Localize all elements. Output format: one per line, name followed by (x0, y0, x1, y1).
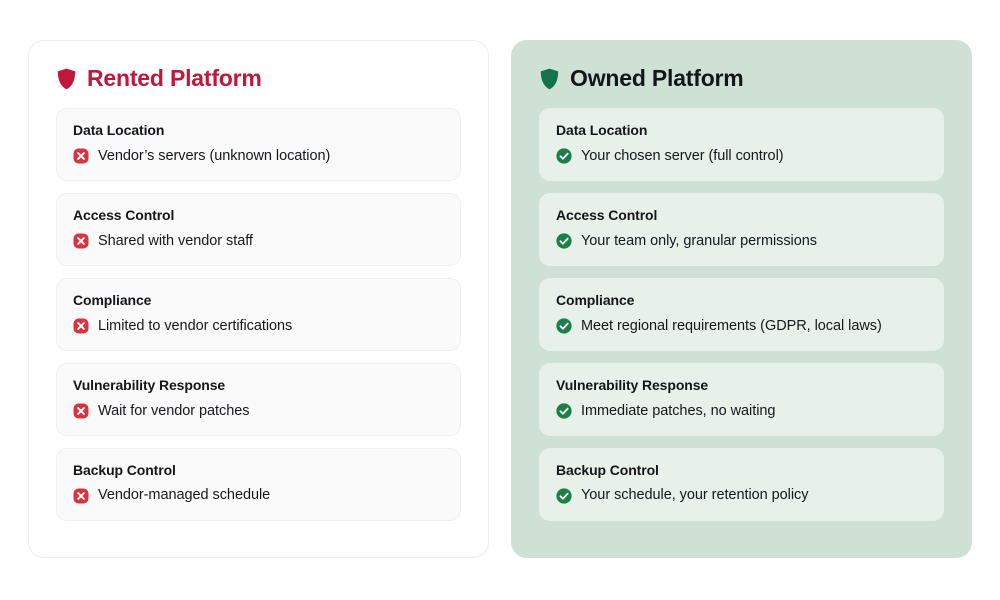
table-row: Backup Control Vendor-managed schedule (56, 447, 461, 521)
row-label: Access Control (556, 206, 658, 223)
x-circle-icon (73, 488, 89, 504)
row-label: Data Location (73, 122, 165, 138)
row-value: Wait for vendor patches (73, 402, 444, 420)
check-circle-icon (556, 487, 572, 504)
table-row: Compliance Meet regional requirements (G… (539, 277, 944, 351)
check-circle-icon (556, 318, 572, 334)
x-circle-icon (73, 233, 89, 249)
table-row: Vulnerability Response Immediate patches… (539, 362, 944, 436)
row-value: Vendor-managed schedule (73, 486, 444, 504)
panel-rented-platform: Rented Platform Data Location Vendor’s s… (28, 40, 489, 558)
x-circle-icon (73, 403, 89, 419)
row-label: Vulnerability Response (73, 376, 226, 393)
panel-owned-header: Owned Platform (539, 67, 944, 90)
table-row: Data Location Vendor’s servers (unknown … (56, 108, 461, 181)
check-circle-icon (556, 403, 572, 419)
row-text: Immediate patches, no waiting (581, 402, 776, 419)
x-circle-icon (73, 318, 89, 334)
check-circle-icon (556, 233, 572, 249)
row-label: Backup Control (556, 461, 659, 478)
row-text: Shared with vendor staff (98, 232, 253, 249)
row-value: Limited to vendor certifications (73, 317, 444, 335)
row-label: Vulnerability Response (556, 376, 709, 393)
row-label: Backup Control (73, 461, 176, 478)
table-row: Data Location Your chosen server (full c… (539, 108, 944, 181)
row-value: Your team only, granular permissions (556, 232, 927, 250)
check-circle-icon (556, 148, 572, 164)
panel-title: Rented Platform (87, 65, 262, 91)
table-row: Vulnerability Response Wait for vendor p… (56, 362, 461, 436)
row-text: Wait for vendor patches (98, 402, 250, 419)
row-label: Access Control (73, 206, 175, 223)
shield-icon (540, 68, 559, 90)
owned-row-list: Data Location Your chosen server (full c… (539, 108, 944, 521)
row-text: Your schedule, your retention policy (581, 487, 809, 504)
row-value: Vendor’s servers (unknown location) (73, 147, 444, 165)
row-label: Compliance (556, 291, 635, 308)
panel-title: Owned Platform (570, 65, 744, 91)
table-row: Access Control Shared with vendor staff (56, 192, 461, 266)
row-text: Meet regional requirements (GDPR, local … (581, 317, 882, 334)
row-label: Compliance (73, 291, 152, 308)
shield-icon (57, 68, 76, 90)
table-row: Access Control Your team only, granular … (539, 192, 944, 266)
panel-owned-platform: Owned Platform Data Location Your chosen… (511, 40, 972, 558)
x-circle-icon (73, 148, 89, 164)
row-text: Vendor’s servers (unknown location) (98, 147, 331, 164)
panel-rented-header: Rented Platform (56, 67, 461, 90)
row-value: Shared with vendor staff (73, 232, 444, 250)
table-row: Compliance Limited to vendor certificati… (56, 277, 461, 351)
row-value: Meet regional requirements (GDPR, local … (556, 317, 927, 335)
row-text: Your chosen server (full control) (581, 147, 784, 164)
row-label: Data Location (556, 122, 648, 138)
row-text: Your team only, granular permissions (581, 232, 817, 249)
row-value: Your schedule, your retention policy (556, 486, 927, 504)
row-text: Vendor-managed schedule (98, 487, 271, 504)
row-text: Limited to vendor certifications (98, 317, 293, 334)
rented-row-list: Data Location Vendor’s servers (unknown … (56, 108, 461, 521)
row-value: Your chosen server (full control) (556, 147, 927, 165)
row-value: Immediate patches, no waiting (556, 402, 927, 420)
table-row: Backup Control Your schedule, your reten… (539, 447, 944, 521)
